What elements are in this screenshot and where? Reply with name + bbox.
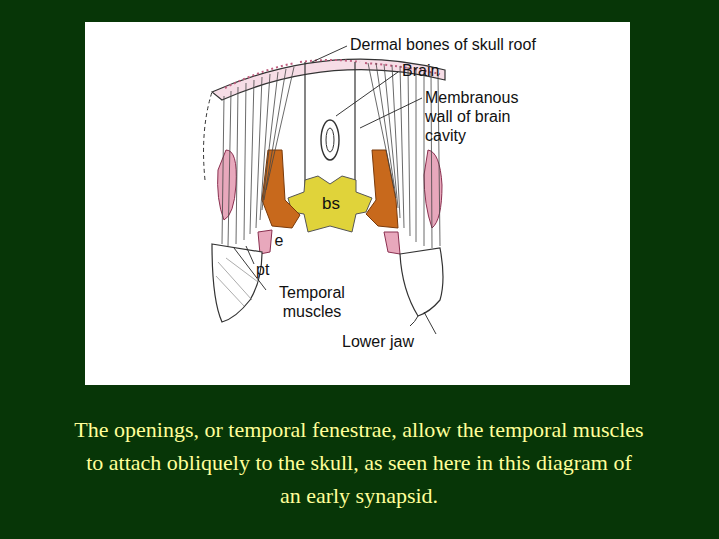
bone-abbrev: bs	[316, 194, 346, 213]
part-label: Dermal bones of skull roof	[350, 35, 590, 54]
part-label: Lower jaw	[342, 332, 442, 351]
part-label: Brain	[402, 61, 462, 80]
part-label: Temporal muscles	[266, 283, 358, 321]
caption-text: The openings, or temporal fenestrae, all…	[74, 413, 644, 512]
bone-abbrev: pt	[256, 260, 280, 279]
bone-abbrev: e	[272, 231, 286, 250]
part-label: Membranous wall of brain cavity	[425, 88, 543, 145]
